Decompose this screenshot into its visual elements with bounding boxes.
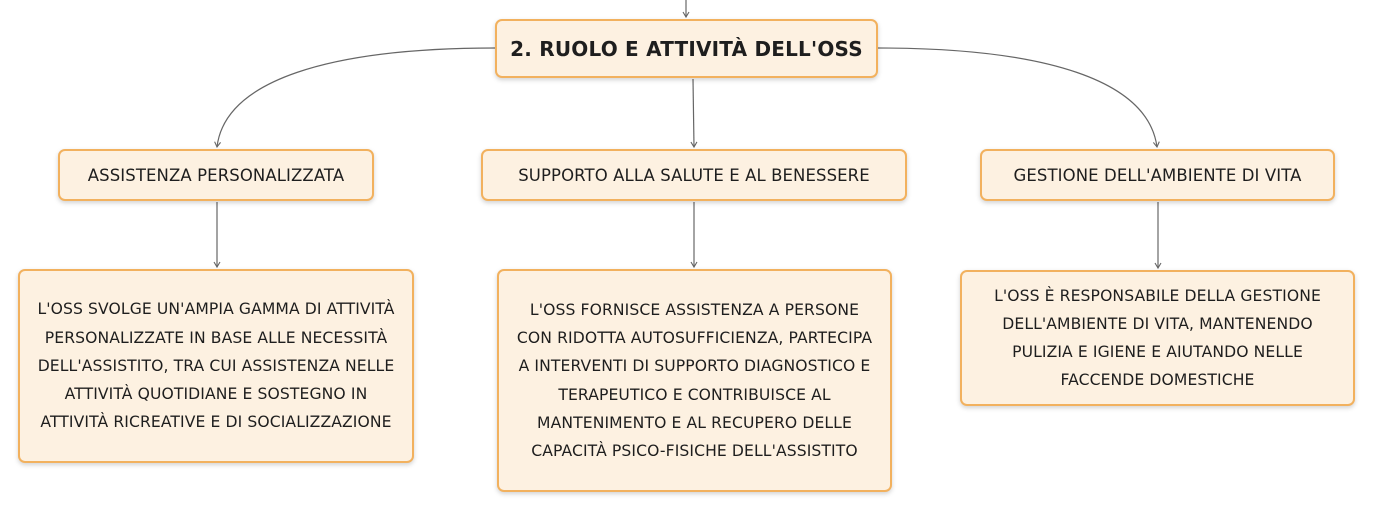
detail-line: CON RIDOTTA AUTOSUFFICIENZA, PARTECIPA bbox=[516, 329, 873, 348]
connector-root-to-topic-3 bbox=[877, 47, 1160, 149]
detail-text: L'OSS FORNISCE ASSISTENZA A PERSONE CON … bbox=[517, 296, 872, 465]
topic-label: GESTIONE DELL'AMBIENTE DI VITA bbox=[1013, 165, 1302, 185]
connector-root-to-topic-2 bbox=[690, 78, 698, 149]
detail-line: FACCENDE DOMESTICHE bbox=[1060, 371, 1255, 390]
detail-line: L'OSS SVOLGE UN'AMPIA GAMMA DI ATTIVITÀ bbox=[37, 300, 395, 319]
detail-line: ATTIVITÀ RICREATIVE E DI SOCIALIZZAZIONE bbox=[40, 413, 392, 432]
detail-node-supporto-salute-benessere[interactable]: L'OSS FORNISCE ASSISTENZA A PERSONE CON … bbox=[497, 269, 892, 492]
detail-line: ATTIVITÀ QUOTIDIANE E SOSTEGNO IN bbox=[64, 385, 368, 404]
topic-node-gestione-ambiente-vita[interactable]: GESTIONE DELL'AMBIENTE DI VITA bbox=[980, 149, 1335, 201]
detail-line: L'OSS È RESPONSABILE DELLA GESTIONE bbox=[994, 286, 1321, 305]
topic-label: SUPPORTO ALLA SALUTE E AL BENESSERE bbox=[518, 165, 870, 185]
detail-line: A INTERVENTI DI SUPPORTO DIAGNOSTICO E bbox=[518, 357, 871, 376]
detail-node-gestione-ambiente-vita[interactable]: L'OSS È RESPONSABILE DELLA GESTIONE DELL… bbox=[960, 270, 1355, 406]
detail-line: DELL'AMBIENTE DI VITA, MANTENENDO bbox=[1002, 314, 1313, 333]
detail-line: CAPACITÀ PSICO-FISICHE DELL'ASSISTITO bbox=[531, 441, 858, 460]
detail-line: DELL'ASSISTITO, TRA CUI ASSISTENZA NELLE bbox=[37, 356, 395, 375]
connector-root-to-topic-1 bbox=[214, 47, 496, 149]
detail-line: PULIZIA E IGIENE E AIUTANDO NELLE bbox=[1012, 343, 1303, 361]
detail-line: PERSONALIZZATE IN BASE ALLE NECESSITÀ bbox=[44, 328, 388, 347]
detail-text: L'OSS È RESPONSABILE DELLA GESTIONE DELL… bbox=[994, 282, 1321, 395]
topic-label: ASSISTENZA PERSONALIZZATA bbox=[87, 165, 345, 185]
root-topic-label: 2. RUOLO E ATTIVITÀ DELL'OSS bbox=[510, 36, 863, 61]
detail-text: L'OSS SVOLGE UN'AMPIA GAMMA DI ATTIVITÀ … bbox=[37, 295, 394, 436]
detail-line: L'OSS FORNISCE ASSISTENZA A PERSONE bbox=[529, 300, 860, 319]
root-topic-node[interactable]: 2. RUOLO E ATTIVITÀ DELL'OSS bbox=[495, 19, 878, 78]
topic-node-supporto-salute-benessere[interactable]: SUPPORTO ALLA SALUTE E AL BENESSERE bbox=[481, 149, 907, 201]
detail-node-assistenza-personalizzata[interactable]: L'OSS SVOLGE UN'AMPIA GAMMA DI ATTIVITÀ … bbox=[18, 269, 414, 463]
topic-node-assistenza-personalizzata[interactable]: ASSISTENZA PERSONALIZZATA bbox=[58, 149, 374, 201]
detail-line: MANTENIMENTO E AL RECUPERO DELLE bbox=[537, 413, 852, 432]
detail-line: TERAPEUTICO E CONTRIBUISCE AL bbox=[558, 385, 831, 404]
